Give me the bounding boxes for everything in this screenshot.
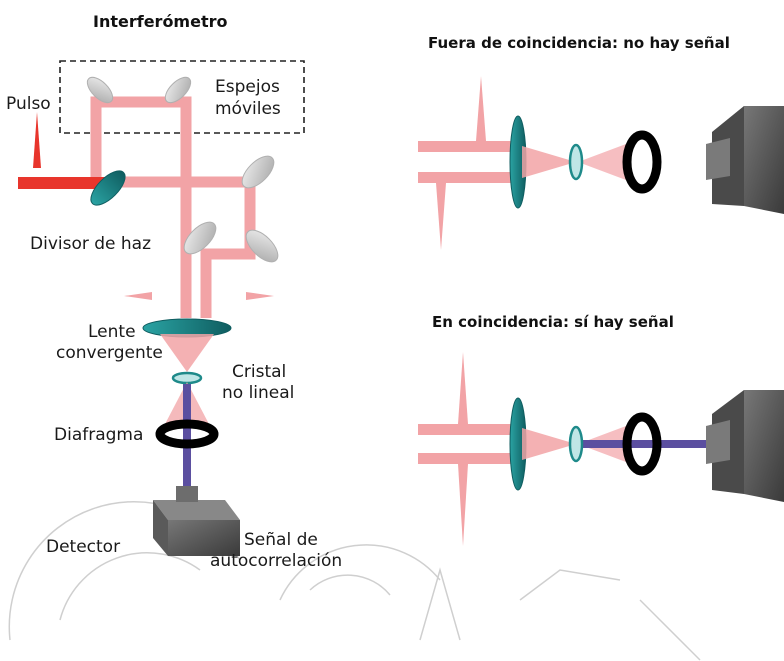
title-out-of-coincidence: Fuera de coincidencia: no hay señal — [428, 34, 730, 52]
mirror-top-right — [164, 76, 192, 104]
label-crystal-line2: no lineal — [222, 383, 295, 403]
label-signal-line1: Señal de — [244, 530, 318, 550]
detector-top-icon — [706, 106, 784, 214]
diaphragm-icon — [155, 419, 219, 449]
label-signal-line2: autocorrelación — [210, 551, 343, 571]
pulse-up-bottom-icon — [458, 352, 468, 424]
title-interferometer: Interferómetro — [93, 12, 228, 31]
title-in-coincidence: En coincidencia: sí hay señal — [432, 313, 674, 331]
moving-mirrors-box — [59, 60, 305, 134]
focus-cone — [160, 334, 214, 372]
detector-bottom-icon — [706, 390, 784, 502]
signal-beam — [183, 384, 191, 494]
label-beam-splitter: Divisor de haz — [30, 234, 152, 254]
detector-icon — [153, 486, 240, 556]
interferometer — [18, 60, 305, 556]
beam-top-lower — [418, 172, 520, 183]
label-crystal-line1: Cristal — [232, 362, 287, 382]
label-lens-line2: convergente — [56, 343, 163, 363]
beam-splitter-icon — [90, 170, 126, 206]
pulse-down-bottom-icon — [458, 464, 468, 546]
in-coincidence-scene — [418, 352, 784, 546]
mirror-top-left — [86, 76, 114, 104]
right-pulse-arrow — [246, 292, 274, 300]
label-diaphragm: Diafragma — [54, 425, 144, 445]
left-pulse-arrow — [124, 292, 152, 300]
label-detector: Detector — [46, 537, 121, 557]
crystal-bottom-icon — [568, 425, 584, 463]
label-moving-mirrors-line2: móviles — [215, 99, 281, 119]
input-beam — [18, 177, 106, 189]
beam-top-upper — [418, 141, 520, 152]
label-moving-mirrors-line1: Espejos — [215, 77, 280, 97]
beam-upper-arm — [90, 96, 192, 318]
out-of-coincidence-scene — [418, 76, 784, 250]
diverge-rays-top — [578, 144, 626, 180]
pulse-down-icon — [436, 183, 446, 250]
diaphragm-bottom-icon — [622, 412, 662, 476]
nonlinear-crystal-icon — [171, 371, 203, 385]
label-pulse: Pulso — [6, 94, 51, 114]
mirror-right-top — [241, 155, 275, 189]
beam-bottom-upper — [418, 424, 520, 435]
label-lens-line1: Lente — [88, 322, 136, 342]
pulse-spike-icon — [33, 112, 41, 168]
beam-bottom-lower — [418, 453, 520, 464]
pulse-up-icon — [476, 76, 486, 141]
beam-lower-arm — [110, 176, 256, 318]
watermark-arcs — [8, 500, 701, 661]
crystal-top-icon — [568, 143, 584, 181]
focus-rays-top — [522, 146, 576, 178]
beam-paths — [90, 96, 256, 318]
focus-rays-bottom — [522, 428, 576, 460]
diaphragm-top-icon — [622, 130, 662, 194]
mirror-center — [183, 221, 217, 255]
